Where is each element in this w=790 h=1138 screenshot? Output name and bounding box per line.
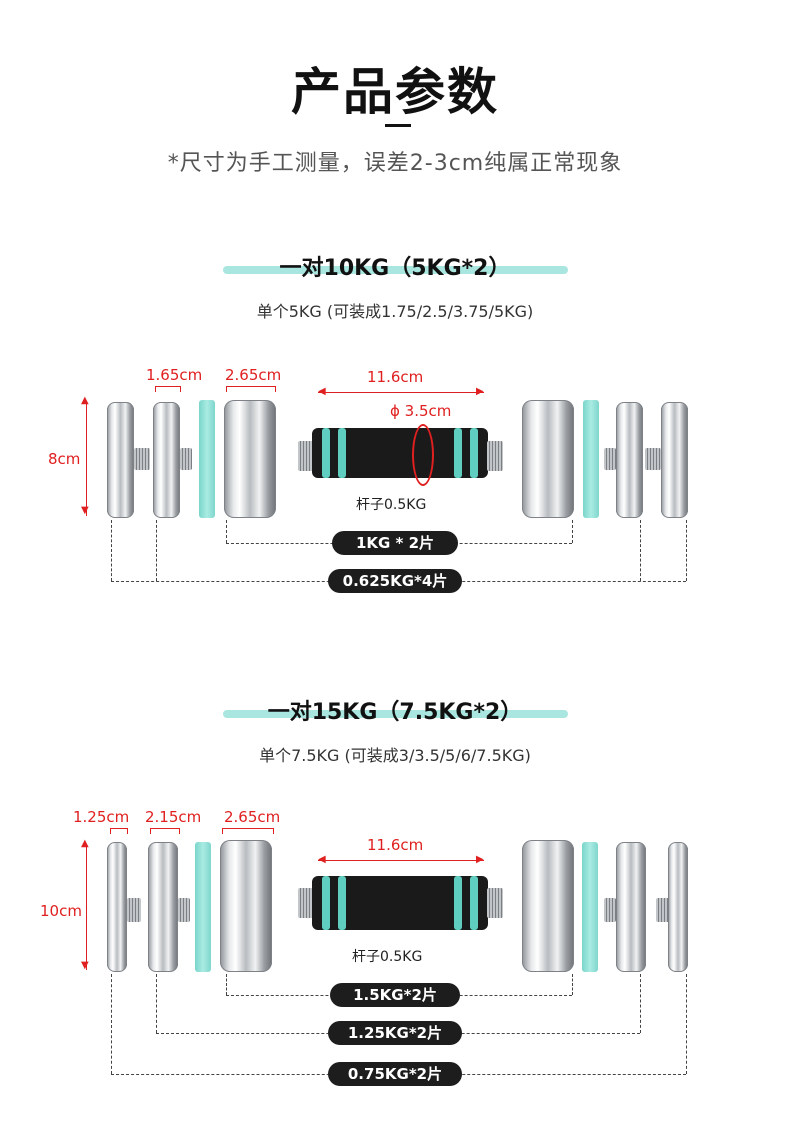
handle-ring (322, 876, 330, 930)
dim-bracket (110, 828, 128, 834)
arrow-down-icon: ▼ (81, 505, 89, 516)
plate-thin (107, 842, 127, 972)
bar-thread (645, 448, 661, 470)
arrow-left-icon: ◀ (318, 386, 326, 397)
dim-vline (86, 402, 87, 516)
bar-thread (604, 898, 616, 922)
bar-thread (298, 888, 314, 918)
handle-ring (338, 876, 346, 930)
section2-title: 一对15KG（7.5KG*2） (267, 700, 523, 725)
dim-plate-small-1: 1.65cm (146, 366, 203, 384)
bar-label-2: 杆子0.5KG (352, 949, 423, 965)
bar-thread (178, 898, 190, 922)
diameter-marker (412, 424, 434, 486)
measurement-note: *尺寸为手工测量，误差2-3cm纯属正常现象 (167, 151, 623, 176)
dim-plate-big-2: 2.65cm (224, 808, 281, 826)
weight-pill-075kg: 0.75KG*2片 (328, 1062, 462, 1086)
section1-subtitle: 单个5KG (可装成1.75/2.5/3.75/5KG) (256, 302, 534, 321)
handle-ring (454, 428, 462, 478)
spacer-ring (195, 842, 211, 972)
weight-pill-15kg: 1.5KG*2片 (330, 983, 460, 1007)
bar-thread (656, 898, 670, 922)
weight-pill-1kg: 1KG * 2片 (332, 531, 458, 555)
handle-ring (338, 428, 346, 478)
guide-line (572, 974, 573, 995)
guide-line (156, 974, 157, 1033)
handle-ring (470, 428, 478, 478)
bar-thread (298, 441, 314, 471)
bar-thread (134, 448, 150, 470)
plate-big (522, 400, 574, 518)
guide-line (640, 974, 641, 1033)
dim-line (318, 860, 484, 861)
dim-bracket (226, 386, 276, 392)
dim-height-1: 8cm (48, 450, 81, 468)
plate-big (224, 400, 276, 518)
guide-line (640, 520, 641, 581)
guide-line (686, 520, 687, 581)
dim-plate-small-2: 2.15cm (145, 808, 202, 826)
guide-line (226, 520, 227, 543)
guide-line (156, 520, 157, 581)
plate-small (153, 402, 180, 518)
dim-bracket (222, 828, 274, 834)
page-title: 产品参数 (291, 63, 499, 121)
plate-big (522, 840, 574, 972)
dim-line (318, 392, 484, 393)
bar-label-1: 杆子0.5KG (356, 497, 427, 513)
bar-thread (487, 441, 503, 471)
section2-accent-bar (223, 710, 568, 718)
dim-height-2: 10cm (40, 902, 82, 920)
dim-handle-length-2: 11.6cm (367, 836, 424, 854)
title-underline (385, 124, 411, 127)
handle-ring (322, 428, 330, 478)
handle-ring (470, 876, 478, 930)
dim-bracket (150, 828, 180, 834)
guide-line (111, 520, 112, 581)
plate-small (107, 402, 134, 518)
section1-accent-bar (223, 266, 568, 274)
weight-pill-125kg: 1.25KG*2片 (328, 1021, 462, 1045)
section1-title: 一对10KG（5KG*2） (279, 256, 511, 281)
plate-thin (668, 842, 688, 972)
plate-big (220, 840, 272, 972)
dim-plate-big-1: 2.65cm (225, 366, 282, 384)
guide-line (572, 520, 573, 543)
weight-pill-0625kg: 0.625KG*4片 (328, 569, 462, 593)
bar-thread (180, 448, 192, 470)
bar-thread (487, 888, 503, 918)
plate-small (616, 402, 643, 518)
spacer-ring (583, 400, 599, 518)
guide-line (111, 974, 112, 1074)
arrow-right-icon: ▶ (476, 386, 484, 397)
arrow-down-icon: ▼ (81, 960, 89, 971)
guide-line (686, 974, 687, 1074)
section2-subtitle: 单个7.5KG (可装成3/3.5/5/6/7.5KG) (259, 746, 531, 765)
arrow-up-icon: ▲ (81, 395, 89, 406)
bar-thread (127, 898, 141, 922)
guide-line (226, 974, 227, 995)
spacer-ring (582, 842, 598, 972)
bar-thread (604, 448, 616, 470)
dim-vline (86, 845, 87, 970)
spacer-ring (199, 400, 215, 518)
handle-ring (454, 876, 462, 930)
dim-handle-diameter-1: ϕ 3.5cm (390, 402, 452, 420)
arrow-up-icon: ▲ (81, 838, 89, 849)
plate-small (616, 842, 646, 972)
dim-plate-thin-2: 1.25cm (73, 808, 130, 826)
plate-small (148, 842, 178, 972)
plate-small (661, 402, 688, 518)
arrow-left-icon: ◀ (318, 854, 326, 865)
arrow-right-icon: ▶ (476, 854, 484, 865)
dim-bracket (155, 386, 181, 392)
dim-handle-length-1: 11.6cm (367, 368, 424, 386)
